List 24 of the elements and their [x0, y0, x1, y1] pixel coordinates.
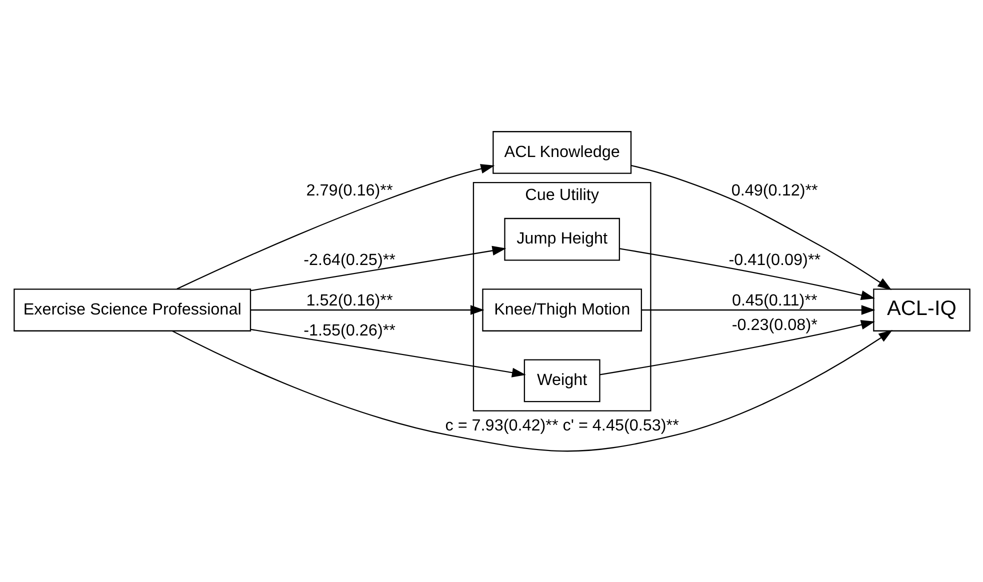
- node-box: ACL-IQ: [872, 288, 970, 331]
- edge-label: -0.23(0.08)*: [731, 315, 817, 334]
- node-box: Jump Height: [504, 217, 620, 260]
- edge-label: 2.79(0.16)**: [306, 181, 392, 200]
- arrow: [250, 304, 484, 314]
- arrow: [172, 330, 892, 452]
- node-box: Exercise Science Professional: [13, 288, 251, 331]
- node-box: Weight: [523, 358, 600, 402]
- arrow: [599, 320, 874, 375]
- edge-label: 0.49(0.12)**: [730, 181, 818, 200]
- edge-label: -2.64(0.25)**: [303, 250, 395, 269]
- edge-label: 1.52(0.16)**: [306, 291, 392, 310]
- node-box: ACL Knowledge: [492, 130, 632, 174]
- edge-label: 0.45(0.11)**: [731, 291, 817, 310]
- arrow: [250, 245, 506, 291]
- arrow: [630, 164, 892, 290]
- edge-label: -0.41(0.09)**: [728, 250, 820, 269]
- node-box: Knee/Thigh Motion: [482, 288, 642, 331]
- arrow: [250, 328, 526, 377]
- edge-label: -1.55(0.26)**: [303, 321, 395, 340]
- arrow: [619, 248, 874, 300]
- edge-label: c = 7.93(0.42)** c' = 4.45(0.53)**: [444, 416, 678, 434]
- arrow: [641, 304, 875, 314]
- arrow: [176, 164, 494, 289]
